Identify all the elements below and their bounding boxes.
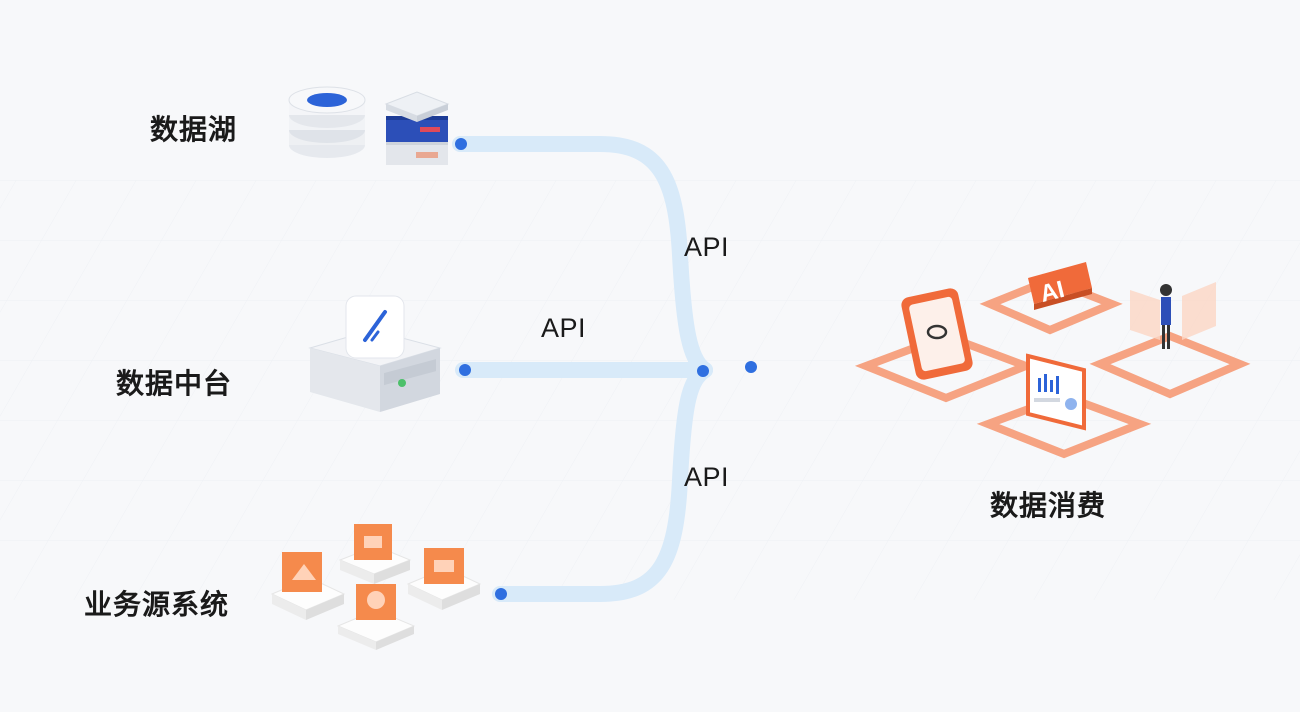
platform-top xyxy=(979,275,1123,335)
node-output xyxy=(745,361,757,373)
flow-path-top xyxy=(452,136,713,378)
biz-tile-4-mes xyxy=(336,584,416,650)
flow-paths xyxy=(452,136,713,602)
phone-icon xyxy=(901,288,973,380)
data-middle-platform-label: 数据中台 xyxy=(116,367,233,400)
business-source-systems-label: 业务源系统 xyxy=(84,588,230,621)
dashboard-icon xyxy=(1026,353,1086,431)
platform-right xyxy=(1089,331,1251,399)
business-system-tiles xyxy=(270,524,482,650)
platform-server-icon xyxy=(308,295,442,412)
node-biz xyxy=(495,588,507,600)
biz-tile-3 xyxy=(406,548,482,610)
node-junction xyxy=(697,365,709,377)
connection-nodes xyxy=(455,138,757,600)
database-icon xyxy=(288,86,366,158)
presenter-icon xyxy=(1130,282,1216,349)
consumption-icons: AI xyxy=(854,262,1251,459)
server-stack-icon xyxy=(384,91,450,165)
node-middle xyxy=(459,364,471,376)
api-label-bottom: API xyxy=(684,462,730,492)
data-consumption-label: 数据消费 xyxy=(990,489,1107,522)
ai-badge-icon xyxy=(1028,262,1092,310)
data-lake-label: 数据湖 xyxy=(150,113,238,146)
api-label-middle: API xyxy=(541,313,587,343)
api-label-top: API xyxy=(684,232,730,262)
biz-tile-2 xyxy=(338,524,412,584)
flow-path-bottom xyxy=(492,362,713,602)
biz-tile-1 xyxy=(270,552,346,620)
node-lake xyxy=(455,138,467,150)
